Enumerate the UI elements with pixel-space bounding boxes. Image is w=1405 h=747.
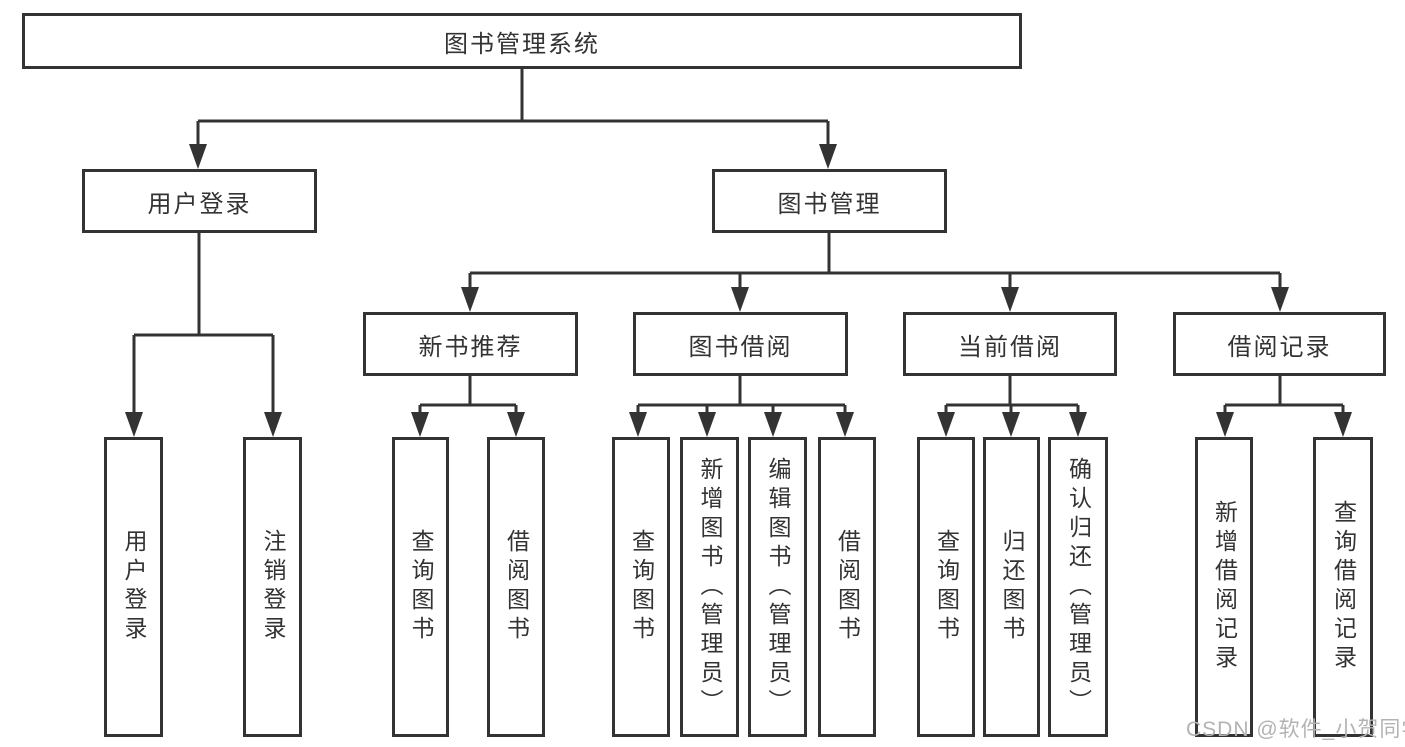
leaf-borrow-add-book-label: 新增图书（管理员） — [697, 456, 723, 718]
csdn-watermark: CSDN @软件_小贺同学 — [1186, 718, 1405, 741]
leaf-borrow-add-book: 新增图书（管理员） — [680, 437, 739, 737]
connector-root-to-branches — [196, 69, 830, 145]
leaf-user-login: 用户登录 — [104, 437, 163, 737]
leaf-current-query-label: 查询图书 — [933, 529, 960, 645]
node-book-borrow: 图书借阅 — [633, 312, 848, 376]
arrowheads-borrow-records-children — [1216, 412, 1352, 437]
leaf-borrow-edit-book-label: 编辑图书（管理员） — [765, 456, 791, 718]
connector-user-login-children — [132, 233, 275, 413]
leaf-user-login-label: 用户登录 — [121, 529, 147, 645]
leaf-borrow-edit-book: 编辑图书（管理员） — [748, 437, 807, 737]
node-new-book-recommend-label: 新书推荐 — [418, 333, 523, 361]
connector-new-book-children — [418, 376, 518, 413]
leaf-current-query: 查询图书 — [917, 437, 975, 737]
connector-borrow-records-children — [1223, 376, 1345, 413]
connector-book-management-groups — [468, 233, 1282, 288]
arrowheads-user-login-children — [125, 412, 282, 437]
leaf-records-add: 新增借阅记录 — [1195, 437, 1253, 737]
leaf-borrow-query-label: 查询图书 — [628, 529, 655, 645]
leaf-borrow-borrow-book-label: 借阅图书 — [834, 529, 861, 645]
leaf-current-return: 归还图书 — [983, 437, 1040, 737]
node-user-login-branch: 用户登录 — [82, 169, 317, 233]
node-root-label: 图书管理系统 — [444, 30, 600, 58]
arrowheads-new-book-children — [411, 412, 525, 437]
node-borrow-records-label: 借阅记录 — [1227, 333, 1332, 361]
arrowheads-root-to-branches — [189, 144, 837, 169]
leaf-newbook-borrow: 借阅图书 — [487, 437, 545, 737]
leaf-borrow-borrow-book: 借阅图书 — [818, 437, 876, 737]
arrowheads-book-borrow-children — [629, 412, 854, 437]
leaf-borrow-query: 查询图书 — [612, 437, 670, 737]
arrowheads-book-management-groups — [461, 287, 1289, 312]
node-book-borrow-label: 图书借阅 — [688, 333, 793, 361]
leaf-current-confirm-return-label: 确认归还（管理员） — [1065, 456, 1092, 718]
node-book-management: 图书管理 — [712, 169, 947, 233]
node-book-management-label: 图书管理 — [777, 190, 882, 218]
node-borrow-records: 借阅记录 — [1173, 312, 1386, 376]
connector-book-borrow-children — [636, 376, 847, 413]
leaf-current-return-label: 归还图书 — [999, 529, 1025, 645]
node-user-login-branch-label: 用户登录 — [147, 190, 252, 218]
node-root: 图书管理系统 — [22, 13, 1022, 69]
leaf-records-add-label: 新增借阅记录 — [1211, 500, 1238, 674]
node-new-book-recommend: 新书推荐 — [363, 312, 578, 376]
leaf-records-query-label: 查询借阅记录 — [1330, 500, 1357, 674]
node-current-borrow-label: 当前借阅 — [958, 333, 1062, 361]
leaf-newbook-borrow-label: 借阅图书 — [503, 529, 530, 645]
leaf-current-confirm-return: 确认归还（管理员） — [1048, 437, 1108, 737]
leaf-logout-label: 注销登录 — [260, 529, 286, 645]
leaf-records-query: 查询借阅记录 — [1313, 437, 1373, 737]
leaf-newbook-query-label: 查询图书 — [408, 529, 434, 645]
leaf-logout: 注销登录 — [243, 437, 302, 737]
leaf-newbook-query: 查询图书 — [392, 437, 449, 737]
node-current-borrow: 当前借阅 — [903, 312, 1117, 376]
connector-current-borrow-children — [944, 376, 1080, 413]
arrowheads-current-borrow-children — [937, 412, 1087, 437]
